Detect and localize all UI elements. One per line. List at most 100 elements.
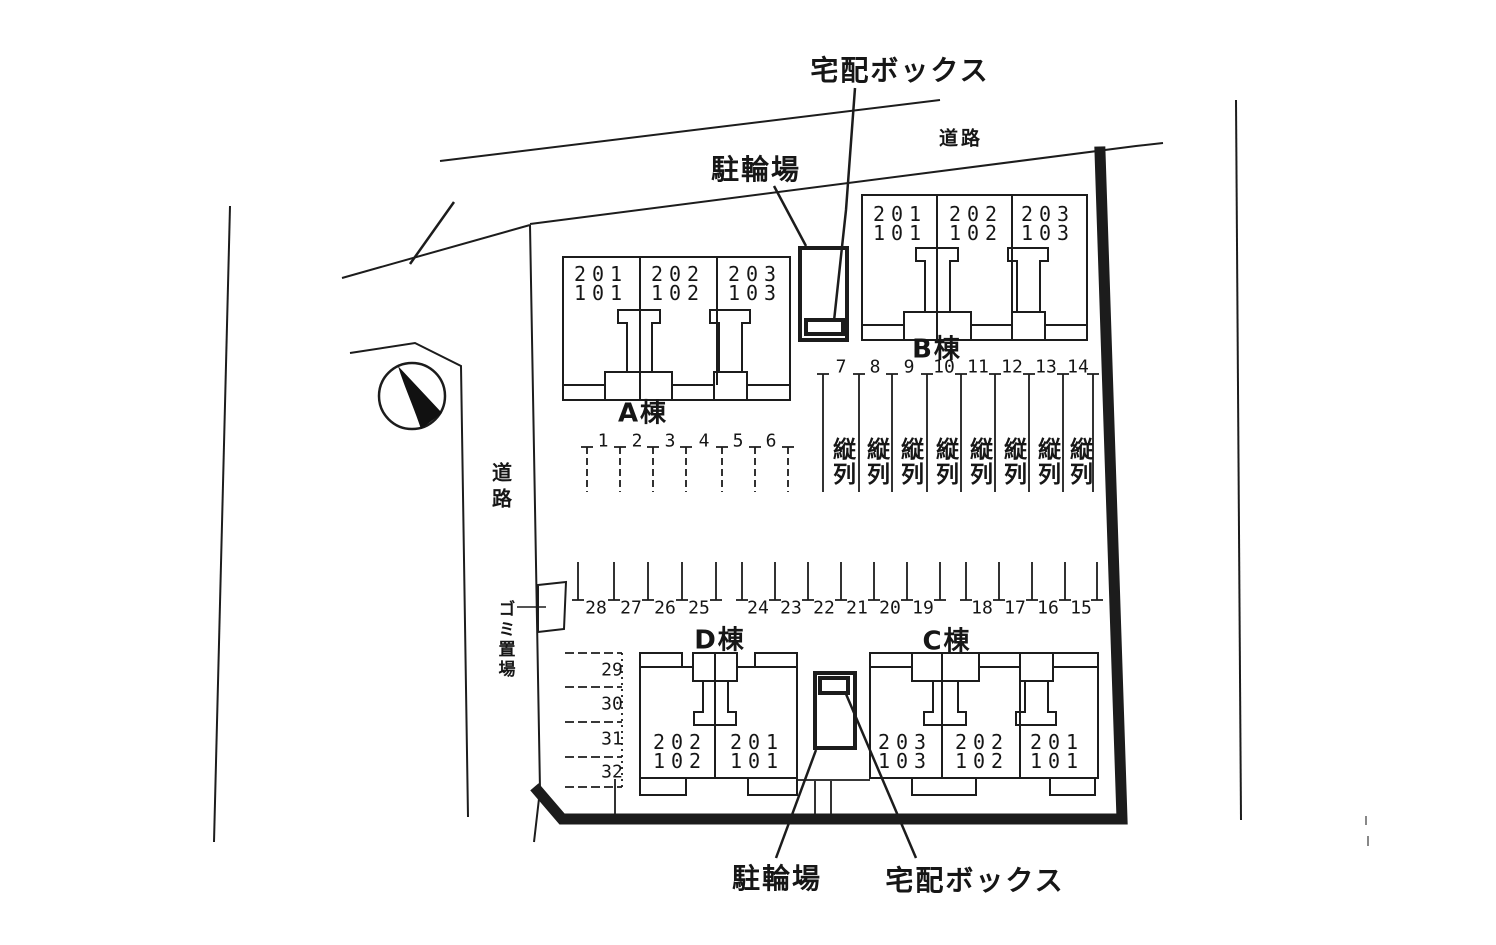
tandem-label: 縦列	[999, 437, 1026, 487]
road-label-top: 道路	[938, 127, 984, 150]
parking-space-number: 28	[585, 597, 607, 619]
parking-space-number: 12	[1001, 356, 1023, 378]
tandem-label: 縦列	[965, 437, 992, 487]
unit-lower: 101	[729, 749, 785, 773]
road-lines	[213, 99, 1369, 846]
unit-upper: 201	[729, 730, 785, 754]
unit-upper: 203	[1020, 202, 1076, 226]
parking-middle-row-lines	[572, 562, 1103, 601]
parking-space-number: 20	[879, 597, 901, 619]
parking-space-number: 7	[835, 356, 847, 378]
parking-space-number: 13	[1035, 356, 1057, 378]
delivery-box-bottom	[818, 676, 850, 695]
tandem-label: 縦列	[828, 437, 855, 487]
parking-space-number: 32	[601, 761, 623, 783]
delivery-box-top	[804, 318, 845, 336]
unit-lower: 103	[877, 749, 933, 773]
parking-space-number: 11	[967, 356, 989, 378]
delivery-box-label-bottom: 宅配ボックス	[885, 864, 1065, 897]
unit-upper: 202	[652, 730, 708, 754]
building-d-outline	[639, 652, 798, 796]
parking-space-number: 10	[933, 356, 955, 378]
building-b-outline	[861, 194, 1088, 341]
building-c-name: C棟	[922, 626, 972, 657]
parking-space-number: 22	[813, 597, 835, 619]
parking-space-number: 9	[903, 356, 915, 378]
leader-lines-bottom	[774, 693, 918, 859]
parking-space-number: 4	[698, 430, 710, 452]
building-a-name: A棟	[617, 398, 669, 429]
bicycle-parking-bottom	[813, 671, 857, 750]
parking-space-number: 29	[601, 659, 623, 681]
parking-space-number: 17	[1004, 597, 1026, 619]
garbage-area-box	[517, 580, 568, 634]
parking-space-number: 26	[654, 597, 676, 619]
garbage-area-label: ゴミ置場	[494, 600, 515, 680]
parking-space-number: 19	[912, 597, 934, 619]
road-label-left: 道路	[488, 462, 513, 514]
unit-lower: 102	[948, 221, 1004, 245]
unit-upper: 202	[954, 730, 1010, 754]
parking-space-number: 2	[631, 430, 643, 452]
parking-space-number: 24	[747, 597, 769, 619]
parking-tandem-lines	[817, 373, 1099, 492]
unit-upper: 201	[872, 202, 928, 226]
unit-upper: 203	[727, 262, 783, 286]
parking-space-number: 3	[664, 430, 676, 452]
parking-space-number: 5	[732, 430, 744, 452]
parking-space-number: 14	[1067, 356, 1089, 378]
parking-space-number: 16	[1037, 597, 1059, 619]
parking-space-number: 23	[780, 597, 802, 619]
parking-column-29-32-lines	[565, 652, 623, 790]
leader-lines-top	[772, 87, 857, 322]
unit-lower: 103	[1020, 221, 1076, 245]
building-a-outline	[562, 256, 791, 401]
unit-lower: 103	[727, 281, 783, 305]
unit-lower: 102	[954, 749, 1010, 773]
parking-space-number: 27	[620, 597, 642, 619]
bicycle-parking-label-bottom: 駐輪場	[731, 862, 823, 895]
tandem-label: 縦列	[1033, 437, 1060, 487]
parking-row-1-6-lines	[581, 446, 794, 492]
unit-upper: 201	[573, 262, 629, 286]
building-c-outline	[869, 652, 1099, 796]
parking-space-number: 30	[601, 693, 623, 715]
unit-lower: 101	[1029, 749, 1085, 773]
parking-space-number: 15	[1070, 597, 1092, 619]
parking-space-number: 8	[869, 356, 881, 378]
parking-space-number: 6	[765, 430, 777, 452]
unit-lower: 102	[650, 281, 706, 305]
parking-space-number: 25	[688, 597, 710, 619]
bicycle-parking-top	[798, 246, 849, 342]
building-d-name: D棟	[694, 625, 746, 656]
parking-space-number: 18	[971, 597, 993, 619]
unit-upper: 202	[948, 202, 1004, 226]
tandem-label: 縦列	[862, 437, 889, 487]
parking-space-number: 1	[597, 430, 609, 452]
site-boundary	[530, 146, 1128, 825]
tandem-label: 縦列	[896, 437, 923, 487]
unit-lower: 102	[652, 749, 708, 773]
delivery-box-label-top: 宅配ボックス	[810, 54, 990, 87]
unit-lower: 101	[872, 221, 928, 245]
tandem-label: 縦列	[931, 437, 958, 487]
tandem-label: 縦列	[1065, 437, 1092, 487]
unit-upper: 203	[877, 730, 933, 754]
parking-space-number: 31	[601, 728, 623, 750]
ground-connector-lines	[614, 779, 870, 817]
bicycle-parking-label-top: 駐輪場	[710, 153, 802, 186]
north-arrow-icon	[377, 361, 447, 431]
